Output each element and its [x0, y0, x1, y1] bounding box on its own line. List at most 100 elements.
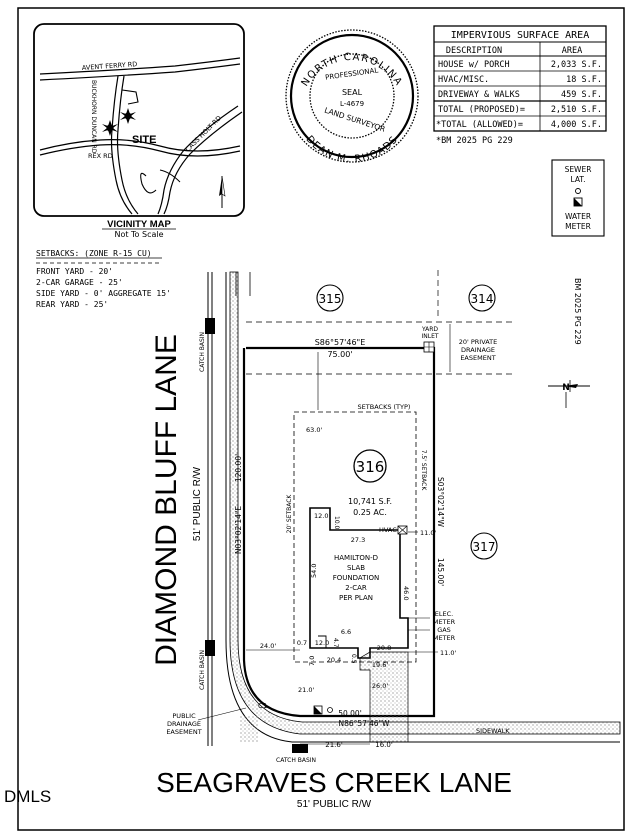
setback-20-label: 20' SETBACK	[286, 494, 293, 534]
seal-center: SEAL	[342, 88, 363, 97]
yard-inlet-label: YARD	[421, 326, 438, 333]
street-rw-diamond-bluff: 51' PUBLIC R/W	[192, 466, 203, 541]
setbacks-title: SETBACKS: (ZONE R-15 CU)	[36, 249, 152, 258]
impervious-row-area: 18 S.F.	[566, 75, 602, 85]
private-easement-label: DRAINAGE	[461, 346, 495, 354]
surveyor-seal: NORTH CAROLINA DEAN M. RHOADS PROFESSION…	[285, 29, 419, 165]
setback-line: REAR YARD - 25'	[36, 300, 108, 309]
sewer-cleanout-icon	[575, 188, 581, 194]
setback-line: 2-CAR GARAGE - 25'	[36, 278, 123, 287]
legend-meter: METER	[565, 222, 591, 231]
impervious-row-desc: DRIVEWAY & WALKS	[438, 90, 520, 100]
road-label-buckhorn-duncan: BUCKHORN DUNCAN RD	[90, 80, 97, 154]
lot-317-label: 317	[473, 540, 496, 554]
seal-number: L-4679	[340, 100, 364, 108]
public-easement-label: DRAINAGE	[167, 720, 201, 728]
dim-19-6: 19.6'	[372, 661, 388, 669]
public-easement-label: PUBLIC	[172, 712, 196, 720]
house-foundation-2: FOUNDATION	[333, 574, 380, 582]
north-arrow-icon	[219, 175, 226, 208]
public-easement-label: EASEMENT	[166, 728, 201, 736]
setback-line-boundary	[293, 411, 417, 663]
yard-inlet-label: INLET	[421, 333, 438, 340]
bm-note: BM 2025 PG 229	[573, 278, 582, 345]
elec-meter-label: ELEC.	[435, 610, 453, 618]
hvac-label: HVAC	[379, 526, 397, 534]
dim-11-bottom: 11.0'	[440, 649, 456, 657]
dim-16: 16.0'	[375, 741, 393, 749]
lot-314-marker	[468, 284, 496, 312]
dim-0-5: 0.5	[350, 654, 357, 664]
water-meter-icon	[313, 705, 323, 715]
dim-46: 46.0	[402, 586, 410, 600]
lot-area-ac: 0.25 AC.	[353, 508, 387, 517]
road-label-rex: REX RD	[88, 152, 113, 160]
lot-area-sf: 10,741 S.F.	[348, 497, 392, 506]
house-footprint	[309, 507, 409, 659]
site-label: SITE	[132, 134, 156, 146]
lot-316-boundary	[242, 346, 436, 718]
dim-20-8: 20.8	[377, 644, 391, 652]
sidewalk-label: SIDEWALK	[476, 727, 510, 735]
dim-10: 10.0	[333, 516, 340, 530]
seal-land-surveyor: LAND SURVEYOR	[323, 106, 386, 134]
dim-hvac-offset: 11.0'	[420, 529, 436, 537]
dim-24: 24.0'	[260, 642, 276, 650]
seal-professional: PROFESSIONAL	[325, 66, 379, 81]
dim-21: 21.0'	[298, 686, 314, 694]
distance-right: 145.00'	[436, 558, 445, 586]
vicinity-map-subtitle: Not To Scale	[114, 230, 163, 239]
dim-63: 63.0'	[306, 426, 322, 434]
lot-315-label: 315	[319, 292, 342, 306]
house-garage: 2-CAR	[345, 584, 367, 592]
house-foundation-1: SLAB	[347, 564, 365, 572]
impervious-row-desc: HVAC/MISC.	[438, 75, 489, 85]
impervious-row-desc: HOUSE w/ PORCH	[438, 60, 510, 70]
lot-316-marker	[353, 449, 387, 483]
dim-6-6: 6.6	[341, 628, 351, 636]
bearing-bottom: N86°57'46"W	[339, 719, 391, 728]
bearing-top: S86°57'46"E	[315, 338, 366, 347]
impervious-row-area: 459 S.F.	[561, 90, 602, 100]
dim-27-3: 27.3	[351, 536, 365, 544]
lot-316-label: 316	[356, 458, 385, 476]
vicinity-map-title: VICINITY MAP	[107, 219, 171, 230]
seal-bottom-text: DEAN M. RHOADS	[304, 134, 401, 165]
dim-12-top: 12.0	[314, 512, 328, 520]
setback-line: SIDE YARD - 0' AGGREGATE 15'	[36, 289, 171, 298]
utility-legend: SEWER LAT. WATER METER	[551, 159, 605, 237]
impervious-col-area: AREA	[562, 46, 582, 56]
site-plan: 315 314 316 317 BM 2025 PG 229 N DIAMOND…	[150, 270, 621, 810]
setbacks-note: SETBACKS: (ZONE R-15 CU) FRONT YARD - 20…	[36, 249, 171, 309]
street-rw-seagraves-creek: 51' PUBLIC R/W	[297, 799, 372, 810]
impervious-total-allowed: 4,000 S.F.	[551, 120, 602, 130]
catch-basin-corner	[205, 640, 215, 656]
watermark: DMLS	[4, 787, 51, 806]
catch-basin-label: CATCH BASIN	[276, 757, 316, 764]
vicinity-map: AVENT FERRY RD BUCKHORN DUNCAN RD CASS H…	[33, 23, 245, 239]
setbacks-typ-label: SETBACKS (TYP)	[358, 403, 411, 411]
lot-317-marker	[470, 532, 498, 560]
distance-bottom: 50.00'	[338, 709, 362, 718]
dim-12-bottom: 12.0	[315, 639, 329, 647]
gas-meter-label: GAS	[437, 626, 451, 634]
road-label-avent-ferry: AVENT FERRY RD	[82, 60, 138, 72]
impervious-note: *BM 2025 PG 229	[436, 136, 513, 146]
gas-meter-label: METER	[433, 634, 456, 642]
impervious-surface-table: IMPERVIOUS SURFACE AREA DESCRIPTION AREA…	[433, 25, 607, 146]
dim-0-7: 0.7	[297, 639, 307, 647]
dim-21-6: 21.6'	[325, 741, 343, 749]
private-easement-label: EASEMENT	[460, 354, 495, 362]
water-meter-icon	[573, 197, 583, 207]
house-model: HAMILTON-D	[334, 554, 378, 562]
sheet-border	[17, 7, 625, 831]
lot-315-marker	[316, 284, 344, 312]
legend-water: WATER	[565, 212, 591, 221]
impervious-total-allowed-label: *TOTAL (ALLOWED)=	[436, 120, 523, 130]
catch-basin-label: CATCH BASIN	[199, 650, 206, 690]
legend-lat: LAT.	[571, 175, 586, 184]
impervious-total-proposed-label: TOTAL (PROPOSED)=	[438, 105, 525, 115]
catch-basin-top	[205, 318, 215, 334]
setback-75-label: 7.5' SETBACK	[420, 450, 427, 492]
